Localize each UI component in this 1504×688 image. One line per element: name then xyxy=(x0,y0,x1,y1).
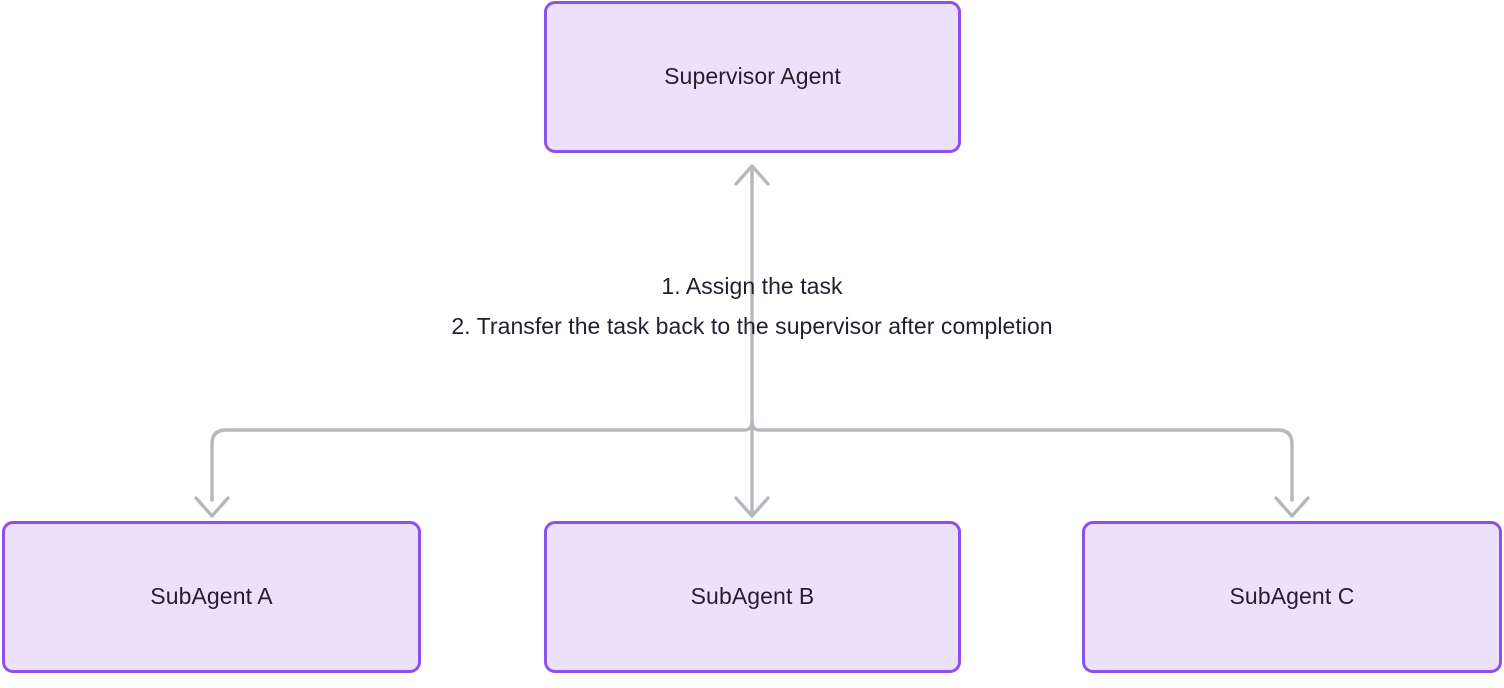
node-subagent-b[interactable]: SubAgent B xyxy=(544,521,961,673)
arrowhead-down-subagent-b-icon xyxy=(734,496,770,518)
node-subagent-a[interactable]: SubAgent A xyxy=(2,521,421,673)
arrowhead-down-subagent-c-icon xyxy=(1274,496,1310,518)
arrowhead-up-supervisor-icon xyxy=(734,164,770,186)
edge-label-line-1: 1. Assign the task xyxy=(661,273,843,299)
connector-bus-right xyxy=(750,420,1294,502)
node-label-subagent-c: SubAgent C xyxy=(1229,583,1355,610)
node-subagent-c[interactable]: SubAgent C xyxy=(1082,521,1502,673)
node-label-subagent-a: SubAgent A xyxy=(150,583,273,610)
node-label-supervisor-agent: Supervisor Agent xyxy=(664,63,841,90)
node-supervisor-agent[interactable]: Supervisor Agent xyxy=(544,1,961,153)
connector-bus-left xyxy=(210,420,754,502)
node-label-subagent-b: SubAgent B xyxy=(690,583,815,610)
arrowhead-down-subagent-a-icon xyxy=(194,496,230,518)
edge-label-group: 1. Assign the task 2. Transfer the task … xyxy=(0,266,1504,346)
edge-label-line-2: 2. Transfer the task back to the supervi… xyxy=(451,313,1053,339)
